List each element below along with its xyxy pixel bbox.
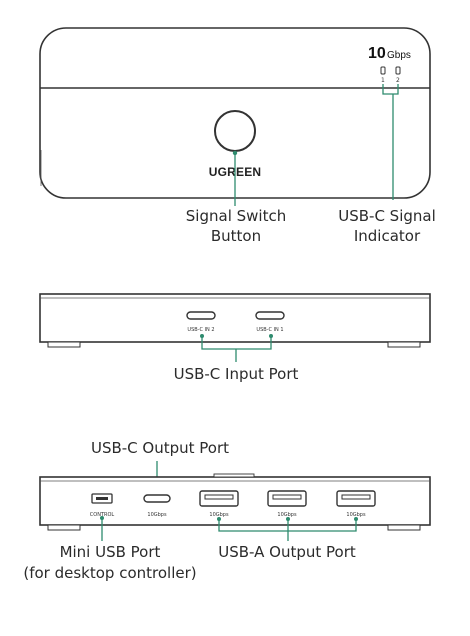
front-foot-right	[387, 524, 421, 531]
usbc-output-port	[143, 494, 171, 503]
callout-mini-usb-line2: (for desktop controller)	[23, 564, 196, 582]
front-top-button-edge	[213, 473, 255, 478]
callout-mini-usb-line1: Mini USB Port	[60, 543, 161, 561]
front-foot-left	[47, 524, 81, 531]
rear-view: USB-C IN 2 USB-C IN 1 USB-C Input Port	[39, 293, 431, 383]
led-label-1: 1	[381, 77, 385, 84]
led-indicator-2	[395, 66, 401, 75]
callout-usbc-indicator-line2: Indicator	[354, 227, 421, 245]
leader-dot-usba-1	[217, 517, 221, 521]
usba-port-3-tongue	[341, 494, 371, 500]
leader-usbc-input	[201, 336, 272, 362]
usba-port-2-tongue	[272, 494, 302, 500]
leader-dot-usbc-in-1	[269, 334, 273, 338]
callout-usba-output: USB-A Output Port	[218, 543, 356, 561]
speed-number: 10	[368, 45, 386, 62]
callout-signal-switch-line2: Button	[211, 227, 261, 245]
callout-usbc-indicator-line1: USB-C Signal	[338, 207, 436, 225]
leader-dot-usba-2	[286, 517, 290, 521]
leader-dot-usba-3	[354, 517, 358, 521]
usba-port-1-tongue	[204, 494, 234, 500]
led-label-2: 2	[396, 77, 400, 84]
usbc-output-label: 10Gbps	[147, 512, 167, 518]
led-indicator-1	[380, 66, 386, 75]
leader-dot-signal-switch	[232, 150, 238, 156]
usbc-in-2-port	[186, 311, 216, 320]
usbc-in-2-label: USB-C IN 2	[187, 327, 214, 333]
callout-signal-switch-line1: Signal Switch	[186, 207, 286, 225]
front-view: USB-C Output Port CONTROL 10Gbps 10Gbps …	[23, 439, 431, 582]
rear-foot-right	[387, 341, 421, 348]
rear-foot-left	[47, 341, 81, 348]
top-view: 10 Gbps 1 2 UGREEN Signal Switch Button …	[39, 27, 436, 245]
usbc-in-1-label: USB-C IN 1	[256, 327, 283, 333]
signal-switch-button	[214, 110, 256, 152]
leader-dot-mini-usb	[100, 516, 104, 520]
callout-usbc-output: USB-C Output Port	[91, 439, 229, 457]
speed-unit: Gbps	[387, 50, 411, 61]
usba-port-1-label: 10Gbps	[209, 512, 229, 518]
usba-port-3-label: 10Gbps	[346, 512, 366, 518]
mini-usb-tongue	[96, 497, 108, 500]
leader-dot-usbc-in-2	[200, 334, 204, 338]
callout-usbc-input: USB-C Input Port	[174, 365, 299, 383]
rear-view-body	[39, 293, 431, 343]
mini-usb-label: CONTROL	[90, 512, 115, 518]
usba-port-2-label: 10Gbps	[277, 512, 297, 518]
usbc-in-1-port	[255, 311, 285, 320]
leader-usbc-indicator	[382, 84, 399, 200]
